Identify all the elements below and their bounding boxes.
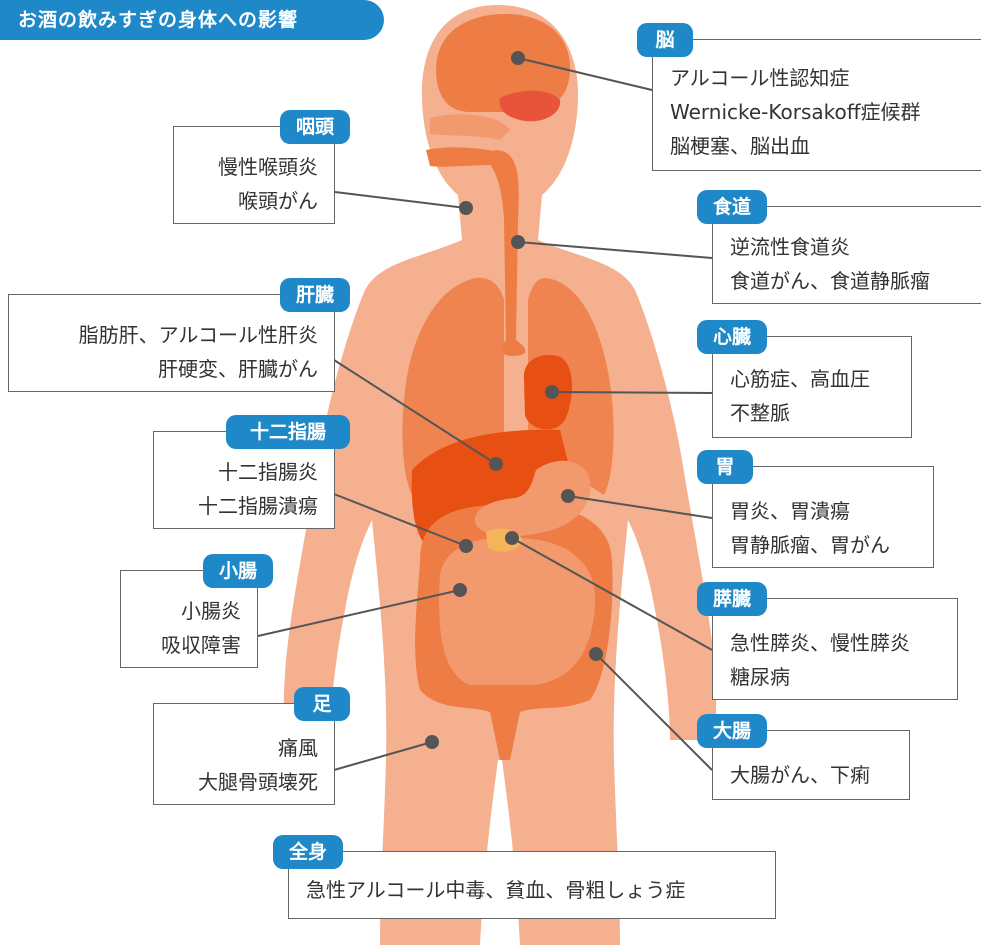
pancreas-tag: 膵臓 bbox=[697, 582, 767, 616]
whole-body-box: 全身 急性アルコール中毒、貧血、骨粗しょう症 bbox=[273, 835, 776, 919]
duodenum-box: 十二指腸 十二指腸炎 十二指腸潰瘍 bbox=[153, 415, 350, 529]
large-intestine-line-1: 大腸がん、下痢 bbox=[730, 763, 870, 787]
cerebellum-shape bbox=[499, 90, 561, 122]
esophagus-shape bbox=[488, 150, 526, 356]
duodenum-line-2: 十二指腸潰瘍 bbox=[198, 494, 318, 518]
brain-box: 脳 アルコール性認知症 Wernicke-Korsakoff症候群 脳梗塞、脳出… bbox=[637, 23, 981, 171]
esophagus-line-2: 食道がん、食道静脈瘤 bbox=[730, 269, 930, 293]
pancreas-box: 膵臓 急性膵炎、慢性膵炎 糖尿病 bbox=[697, 582, 958, 700]
whole-body-line-1: 急性アルコール中毒、貧血、骨粗しょう症 bbox=[306, 878, 686, 902]
liver-tag: 肝臓 bbox=[280, 278, 350, 312]
stomach-tag: 胃 bbox=[697, 450, 753, 484]
heart-box: 心臓 心筋症、高血圧 不整脈 bbox=[697, 320, 912, 438]
liver-line-2: 肝硬変、肝臓がん bbox=[158, 357, 318, 381]
small-intestine-box: 小腸 小腸炎 吸収障害 bbox=[120, 554, 273, 668]
esophagus-box: 食道 逆流性食道炎 食道がん、食道静脈瘤 bbox=[697, 190, 981, 304]
legs-tag: 足 bbox=[294, 687, 350, 721]
heart-line-1: 心筋症、高血圧 bbox=[730, 367, 870, 391]
legs-line-1: 痛風 bbox=[278, 736, 318, 760]
small-intestine-shape bbox=[439, 537, 596, 685]
legs-line-2: 大腿骨頭壊死 bbox=[198, 770, 318, 794]
nasal-shape bbox=[430, 114, 510, 140]
brain-line-3: 脳梗塞、脳出血 bbox=[670, 134, 810, 158]
brain-line-1: アルコール性認知症 bbox=[670, 66, 850, 90]
pharynx-line-2: 喉頭がん bbox=[238, 189, 318, 213]
duodenum-line-1: 十二指腸炎 bbox=[218, 460, 318, 484]
stomach-line-1: 胃炎、胃潰瘍 bbox=[730, 499, 850, 523]
pharynx-line-1: 慢性喉頭炎 bbox=[218, 155, 318, 179]
stomach-shape bbox=[474, 460, 591, 537]
heart-tag: 心臓 bbox=[697, 320, 767, 354]
legs-box: 足 痛風 大腿骨頭壊死 bbox=[153, 687, 350, 805]
esophagus-tag: 食道 bbox=[697, 190, 767, 224]
stomach-line-2: 胃静脈瘤、胃がん bbox=[730, 533, 890, 557]
page-title: お酒の飲みすぎの身体への影響 bbox=[0, 0, 384, 40]
large-intestine-box: 大腸 大腸がん、下痢 bbox=[697, 714, 910, 800]
pharynx-box: 咽頭 慢性喉頭炎 喉頭がん bbox=[173, 110, 350, 224]
mouth-shape bbox=[426, 147, 500, 167]
pancreas-line-1: 急性膵炎、慢性膵炎 bbox=[730, 631, 910, 655]
whole-body-tag: 全身 bbox=[273, 835, 343, 869]
small-intestine-line-2: 吸収障害 bbox=[161, 633, 241, 657]
pharynx-tag: 咽頭 bbox=[280, 110, 350, 144]
small-intestine-line-1: 小腸炎 bbox=[181, 599, 241, 623]
duodenum-tag: 十二指腸 bbox=[226, 415, 350, 449]
brain-shape bbox=[436, 14, 570, 112]
liver-line-1: 脂肪肝、アルコール性肝炎 bbox=[78, 323, 318, 347]
esophagus-line-1: 逆流性食道炎 bbox=[730, 235, 850, 259]
liver-box: 肝臓 脂肪肝、アルコール性肝炎 肝硬変、肝臓がん bbox=[8, 278, 350, 392]
brain-line-2: Wernicke-Korsakoff症候群 bbox=[670, 100, 921, 124]
pancreas-line-2: 糖尿病 bbox=[730, 665, 790, 689]
heart-line-2: 不整脈 bbox=[730, 401, 790, 425]
large-intestine-tag: 大腸 bbox=[697, 714, 767, 748]
stomach-box: 胃 胃炎、胃潰瘍 胃静脈瘤、胃がん bbox=[697, 450, 934, 568]
small-intestine-tag: 小腸 bbox=[203, 554, 273, 588]
brain-tag: 脳 bbox=[637, 23, 693, 57]
